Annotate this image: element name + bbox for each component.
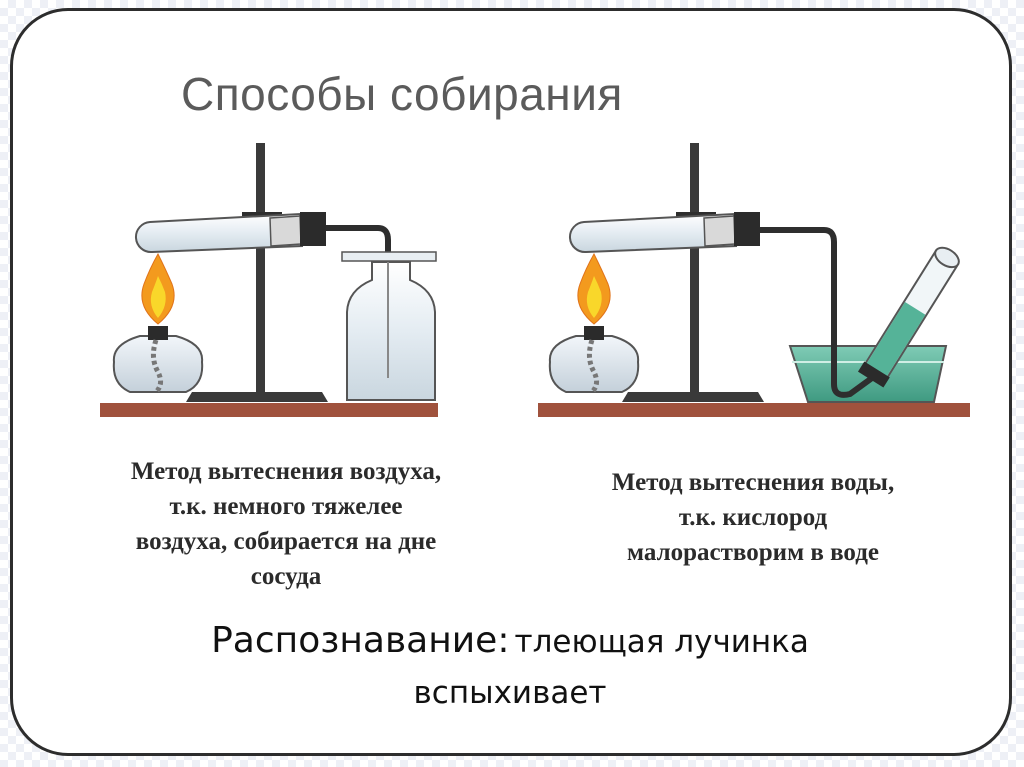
recognition-text: Распознавание: тлеющая лучинка вспыхивае… [100,618,920,716]
caption-line: малорастворим в воде [627,539,879,566]
caption-line: т.к. немного тяжелее [169,493,403,520]
delivery-tube [760,227,874,398]
caption-line: Метод вытеснения воды, [611,469,895,496]
recognition-label: Распознавание: [211,620,510,661]
jar-icon [341,251,437,401]
caption-line: сосуда [250,563,322,590]
test-tube-icon [134,212,326,254]
caption-line: воздуха, собирается на дне [135,528,437,555]
page-title: Способы собирания [181,68,623,120]
caption-line: Метод вытеснения воздуха, [130,458,442,485]
air-displacement-caption: Метод вытеснения воздуха, т.к. немного т… [64,454,508,594]
water-displacement-caption: Метод вытеснения воды, т.к. кислород мал… [548,465,958,570]
recognition-text-line2: вспыхивает [413,675,607,711]
air-displacement-apparatus [100,143,438,417]
stand-rod [256,143,265,395]
spirit-lamp-icon [548,326,640,394]
collecting-tube-icon [857,246,960,388]
table-surface [538,403,970,417]
recognition-text-line1: тлеющая лучинка [514,624,809,660]
caption-line: т.к. кислород [678,504,828,531]
flame-icon [141,252,175,325]
stand-rod [690,143,699,395]
stand-base [622,392,764,402]
water-displacement-apparatus [538,143,970,417]
flame-icon [577,252,611,325]
stand-base [186,392,328,402]
table-surface [100,403,438,417]
delivery-tube [326,225,391,376]
spirit-lamp-icon [112,326,204,394]
test-tube-icon [568,212,760,254]
